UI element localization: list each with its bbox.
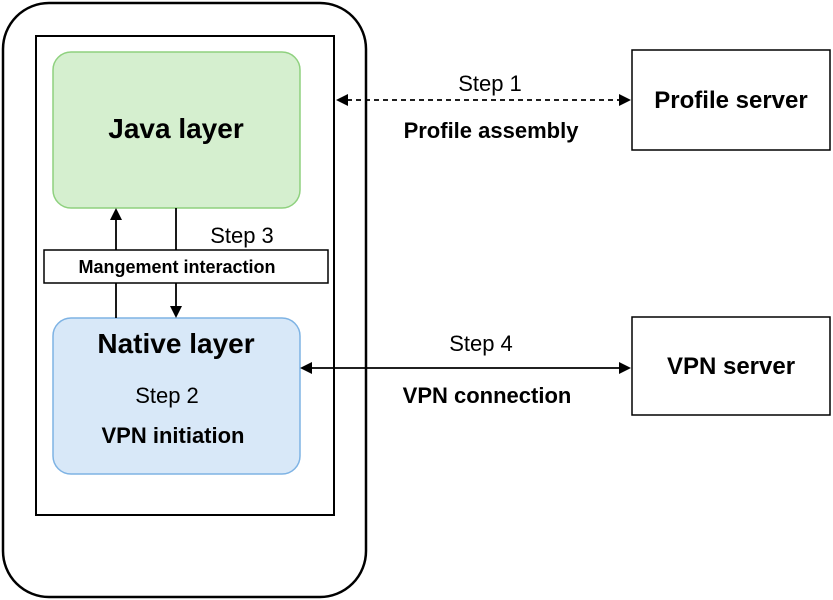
- native-layer-box: [52, 317, 301, 475]
- native-layer-step: Step 2: [135, 383, 199, 408]
- vpn-link-step: Step 4: [449, 331, 513, 356]
- management-label: Mangement interaction: [78, 257, 275, 277]
- vpn-server-box: [631, 316, 831, 416]
- vpn-server-label: VPN server: [667, 353, 795, 380]
- java-layer-title: Java layer: [108, 113, 244, 144]
- management-box: [43, 249, 329, 284]
- native-layer-title: Native layer: [97, 328, 254, 359]
- profile-server-box: [631, 49, 831, 151]
- profile-link-step: Step 1: [458, 71, 522, 96]
- profile-server-label: Profile server: [654, 87, 807, 114]
- native-layer-caption: VPN initiation: [102, 423, 245, 448]
- profile-link-caption: Profile assembly: [404, 118, 580, 143]
- management-step: Step 3: [210, 223, 274, 248]
- vpn-link-caption: VPN connection: [403, 383, 572, 408]
